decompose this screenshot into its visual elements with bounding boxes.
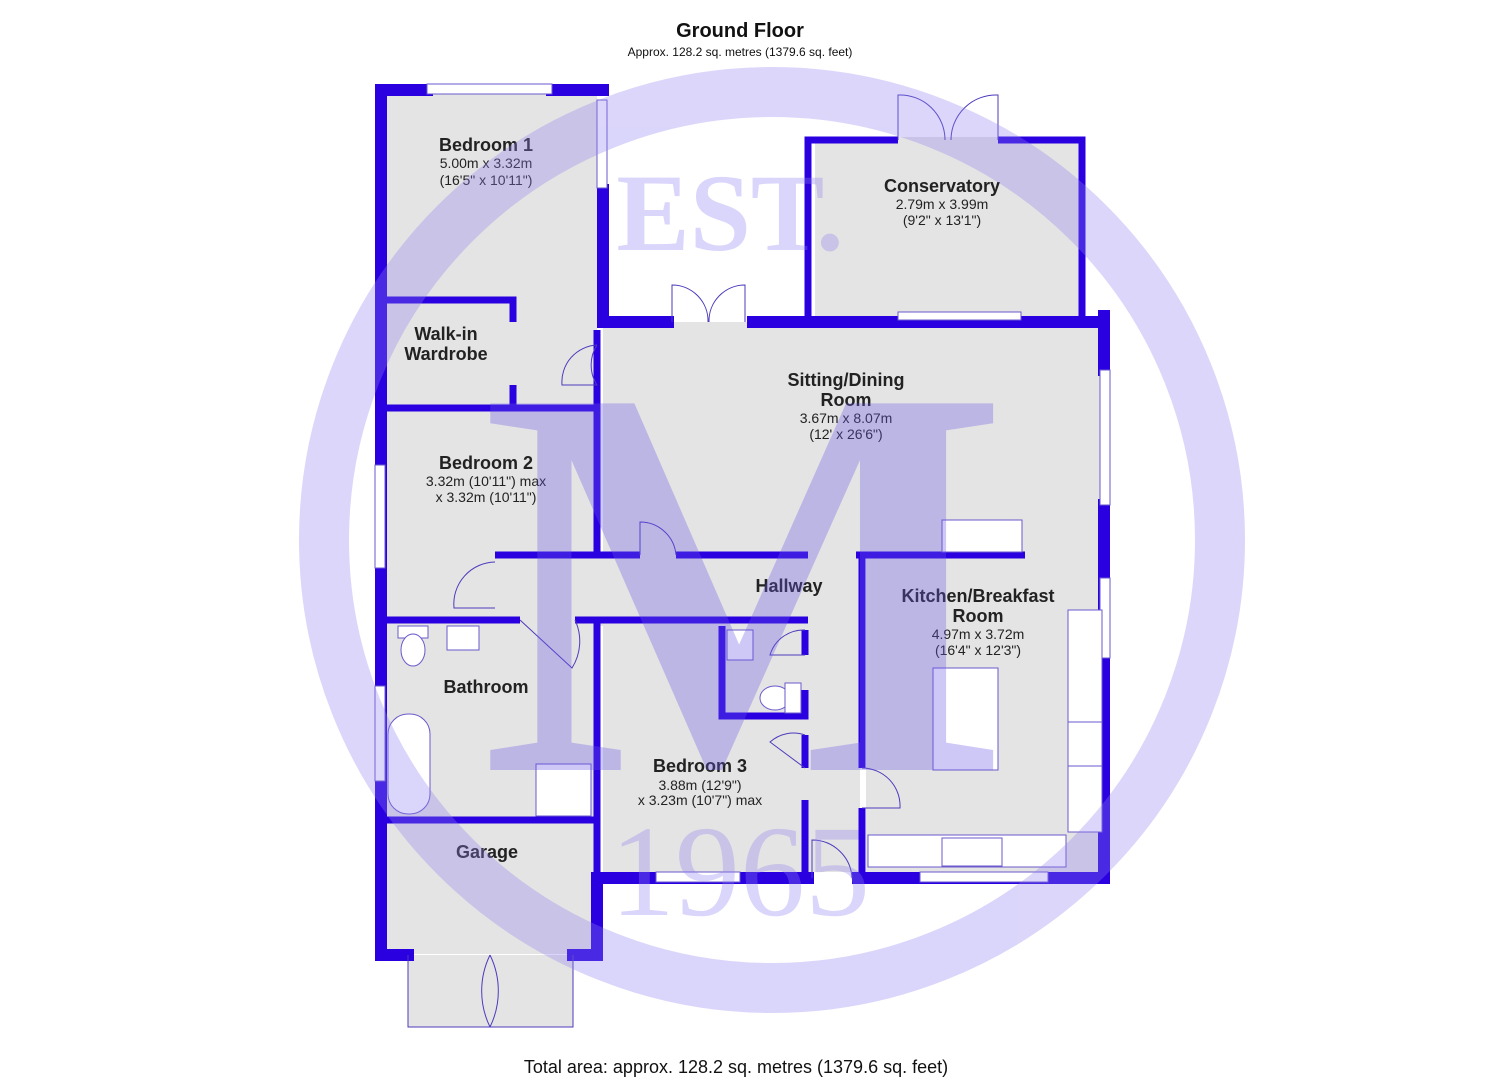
svg-text:x 3.23m (10'7") max: x 3.23m (10'7") max (638, 792, 762, 808)
room-labels: Bedroom 1 5.00m x 3.32m (16'5" x 10'11")… (404, 135, 1054, 862)
window (374, 685, 386, 782)
svg-text:(9'2" x 13'1"): (9'2" x 13'1") (903, 212, 981, 228)
bathroom-door (519, 619, 581, 669)
sliding-door (897, 311, 1022, 321)
floor-subtitle: Approx. 128.2 sq. metres (1379.6 sq. fee… (628, 45, 853, 59)
garage-doors (407, 954, 574, 1028)
floor-title: Ground Floor (676, 20, 804, 42)
window (426, 83, 553, 95)
walls (375, 84, 1110, 961)
doors (407, 94, 999, 1028)
room-name-bedroom-3: Bedroom 3 (653, 756, 747, 776)
kitchen-worktop (1067, 609, 1103, 833)
garden-french-doors (671, 284, 746, 323)
room-name-garage: Garage (456, 842, 518, 862)
room-name-bedroom-1: Bedroom 1 (439, 135, 533, 155)
svg-text:M: M (481, 272, 1010, 892)
conservatory-french-doors (897, 94, 999, 141)
svg-text:1965: 1965 (610, 800, 870, 944)
svg-text:4.97m x 3.72m: 4.97m x 3.72m (932, 626, 1025, 642)
toilet (400, 633, 426, 667)
svg-text:3.32m (10'11") max: 3.32m (10'11") max (426, 473, 546, 489)
shower-tray (535, 763, 592, 817)
fixtures (387, 519, 1103, 868)
kitchen-door (861, 767, 901, 809)
window (596, 99, 608, 189)
room-name-conservatory: Conservatory (884, 176, 1000, 196)
bedroom3-floor (603, 626, 860, 872)
room-name-sitting-dining-room: Sitting/Dining (788, 370, 905, 390)
room-name-walk-in-wardrobe: Walk-in (414, 324, 477, 344)
garage-door-swing-area (408, 955, 573, 1027)
window (1099, 369, 1111, 506)
sitting-room-door (639, 521, 677, 556)
sink (941, 837, 1003, 867)
window (374, 464, 386, 569)
svg-text:Room: Room (821, 390, 872, 410)
svg-text:EST.: EST. (616, 152, 843, 274)
bath (387, 713, 431, 815)
sideboard (941, 519, 1023, 553)
hob (1067, 721, 1103, 767)
room-name-hallway: Hallway (755, 576, 822, 596)
svg-text:(12' x 26'6"): (12' x 26'6") (809, 426, 882, 442)
svg-text:3.88m (12'9"): 3.88m (12'9") (658, 777, 741, 793)
room-name-kitchen: Kitchen/Breakfast (901, 586, 1054, 606)
basin (446, 625, 480, 651)
sitting-room-floor (603, 322, 1104, 558)
svg-text:(16'4" x 12'3"): (16'4" x 12'3") (935, 642, 1021, 658)
room-name-bathroom: Bathroom (444, 677, 529, 697)
watermark-logo: EST. M 1965 (299, 67, 1245, 1013)
svg-text:x 3.32m (10'11"): x 3.32m (10'11") (436, 489, 537, 505)
total-area: Total area: approx. 128.2 sq. metres (13… (524, 1057, 948, 1077)
window (655, 871, 741, 883)
room-name-bedroom-2: Bedroom 2 (439, 453, 533, 473)
svg-text:Wardrobe: Wardrobe (404, 344, 487, 364)
wc-cistern (784, 682, 802, 714)
wc-basin (726, 629, 754, 661)
conservatory-floor (815, 137, 1080, 322)
bedroom3-door (769, 732, 806, 769)
svg-text:3.67m x 8.07m: 3.67m x 8.07m (800, 410, 893, 426)
wardrobe-door (561, 344, 598, 386)
wc-door (769, 629, 806, 656)
bedroom2-door (453, 561, 496, 609)
front-door (811, 839, 853, 879)
svg-text:5.00m x 3.32m: 5.00m x 3.32m (440, 155, 533, 171)
window (919, 871, 1049, 883)
svg-text:Room: Room (953, 606, 1004, 626)
hallway-floor (495, 558, 860, 626)
svg-text:(16'5" x 10'11"): (16'5" x 10'11") (440, 172, 533, 188)
kitchen-island (932, 667, 999, 771)
windows (374, 83, 1111, 883)
svg-text:2.79m x 3.99m: 2.79m x 3.99m (896, 196, 989, 212)
